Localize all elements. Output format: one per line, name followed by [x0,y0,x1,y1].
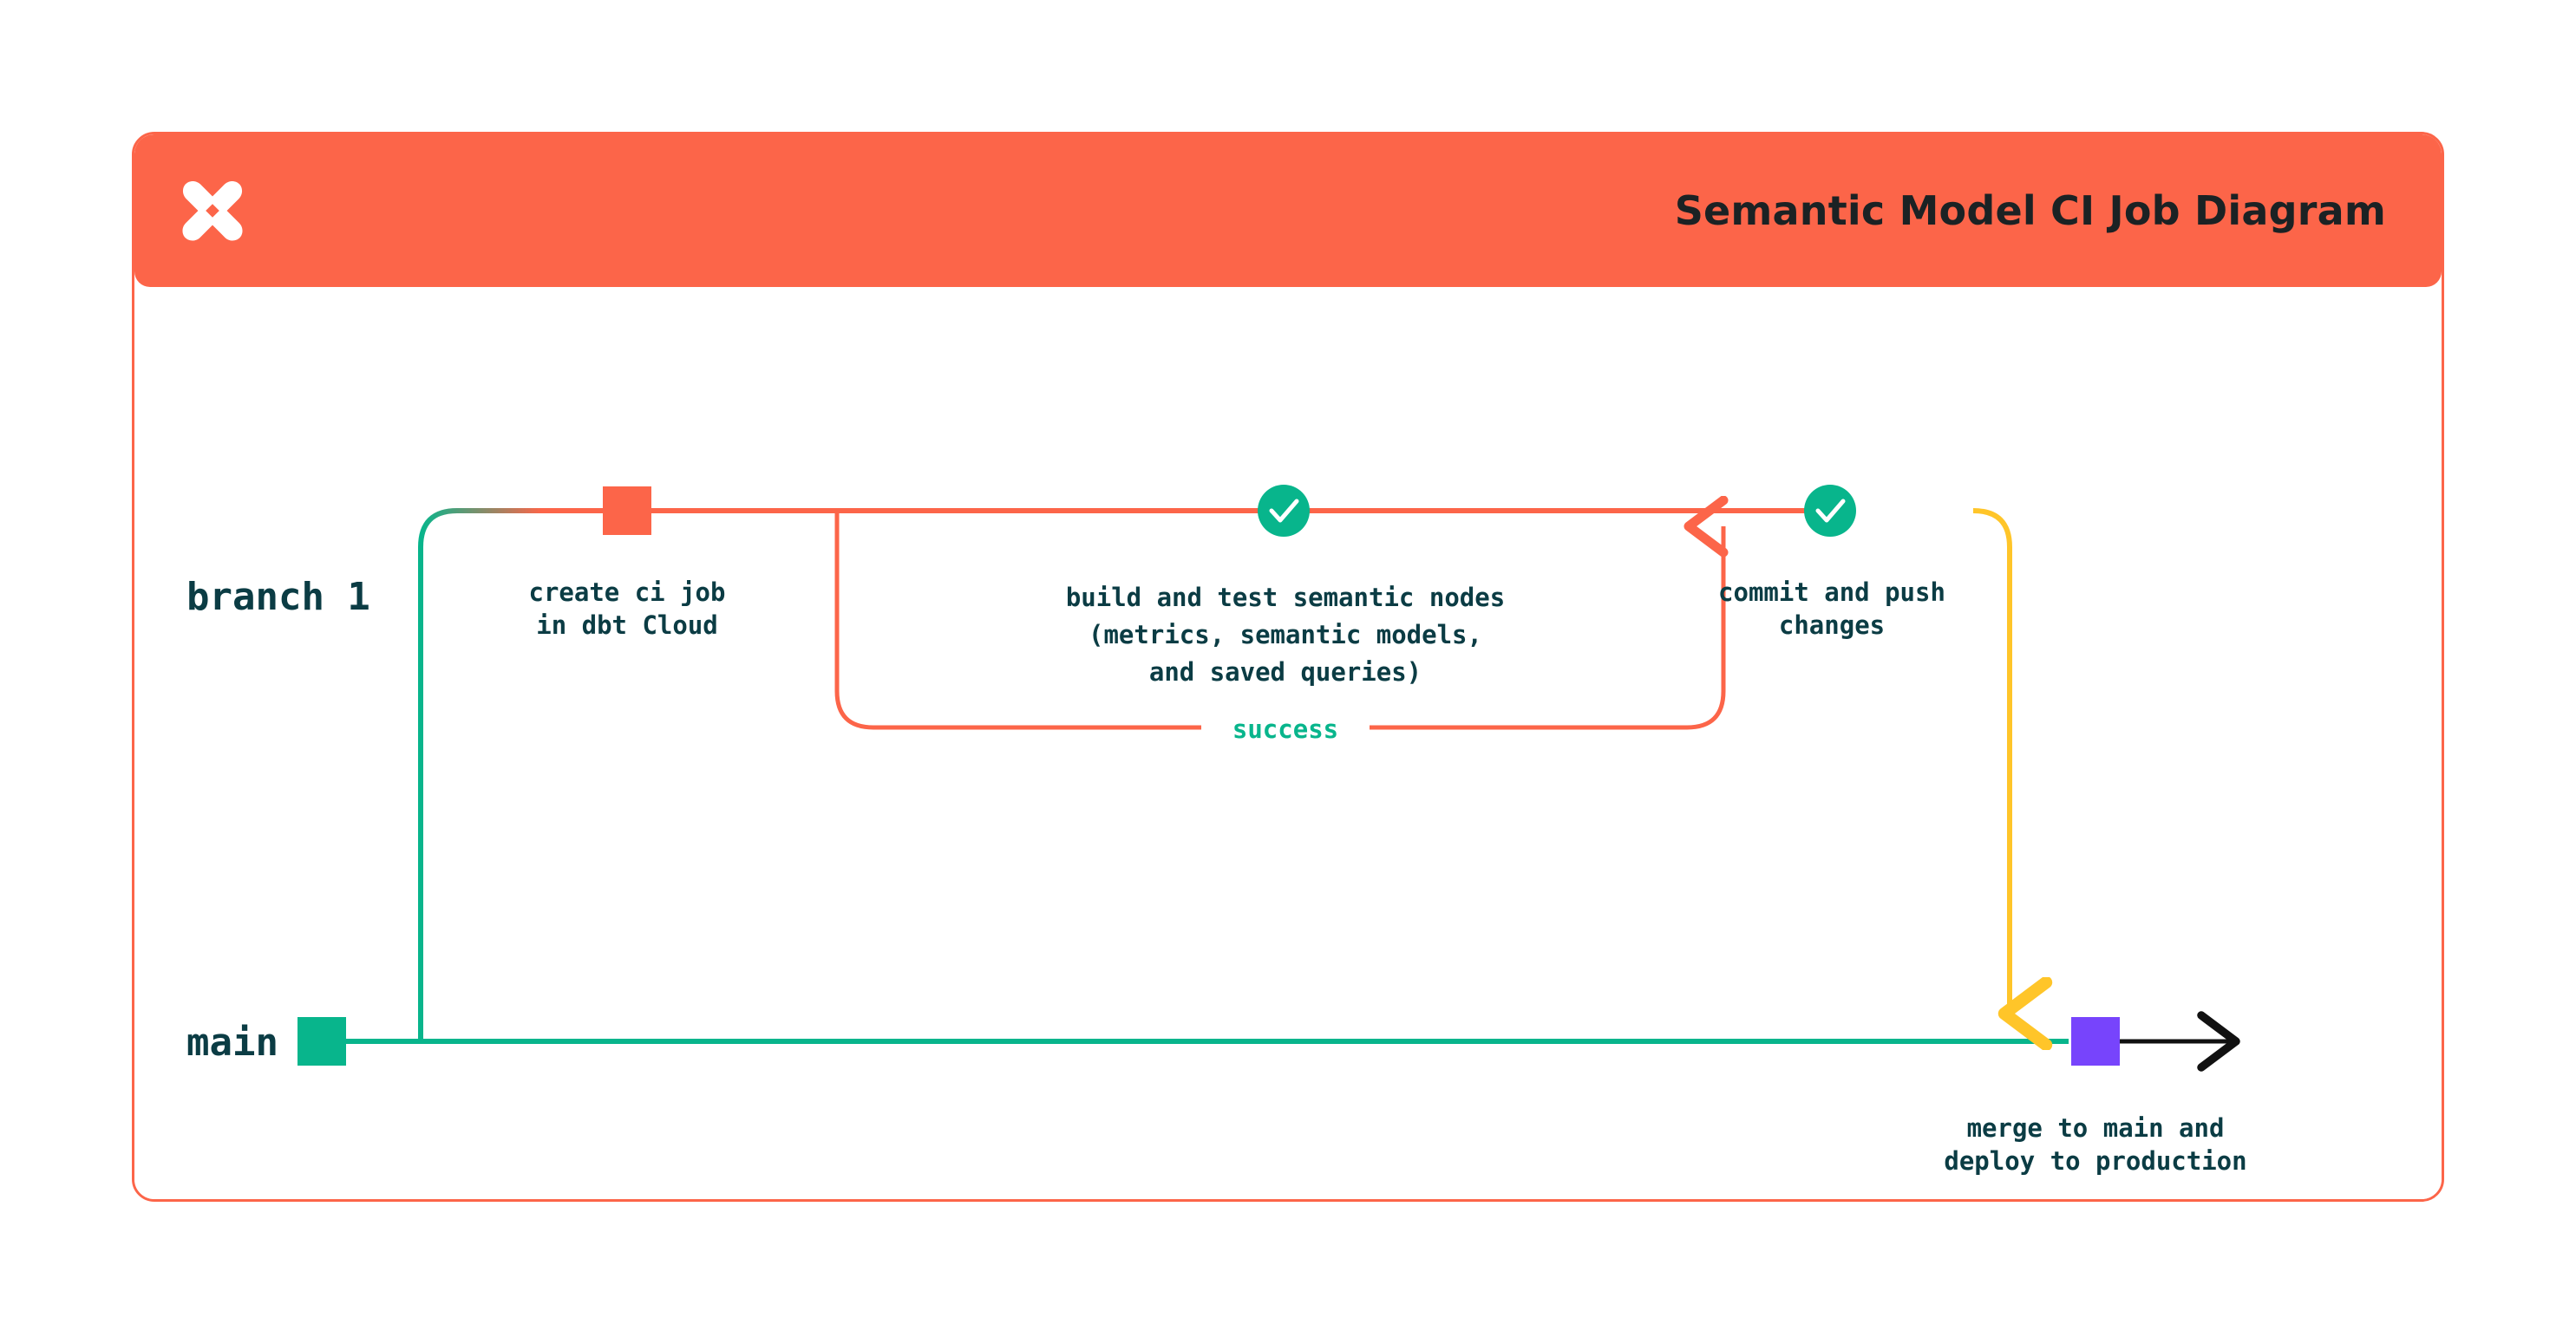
diagram-card: Semantic Model CI Job Diagram [132,132,2444,1202]
node-marker-merge-to-main [2071,1017,2120,1066]
node-marker-build-and-test [1258,485,1310,537]
ci-job-diagram: main branch 1 create ci job in dbt Cloud… [186,485,2247,1176]
node-label-build-and-test-line-1: build and test semantic nodes [1066,583,1505,612]
node-label-create-ci-job-line-2: in dbt Cloud [536,610,718,640]
page-title: Semantic Model CI Job Diagram [1674,187,2386,234]
node-marker-create-ci-job [603,486,651,535]
lane-label-main: main [186,1021,278,1065]
node-label-create-ci-job-line-1: create ci job [529,577,726,607]
node-label-merge-to-main-line-2: deploy to production [1944,1146,2246,1176]
node-label-commit-and-push-line-1: commit and push [1718,577,1945,607]
check-icon-commit-and-push [1815,499,1846,523]
merge-edge-path [1972,508,2010,1014]
edge-label-success: success [1232,714,1338,744]
node-label-merge-to-main-line-1: merge to main and [1967,1113,2225,1143]
loop-right-path [1370,526,1723,730]
lane-label-branch-1: branch 1 [186,575,370,619]
main-start-node [297,1017,346,1066]
check-icon-build-and-test [1269,499,1299,523]
node-label-build-and-test-line-2: (metrics, semantic models, [1089,620,1482,649]
card-header: Semantic Model CI Job Diagram [134,134,2442,287]
node-label-build-and-test-line-3: and saved queries) [1149,657,1422,687]
node-label-commit-and-push-line-2: changes [1779,610,1885,640]
branch-fork-path [418,508,542,1041]
card-body: main branch 1 create ci job in dbt Cloud… [134,287,2442,1199]
loop-left-path [834,511,1201,730]
node-marker-commit-and-push [1804,485,1856,537]
dbt-logo-icon [173,171,252,251]
